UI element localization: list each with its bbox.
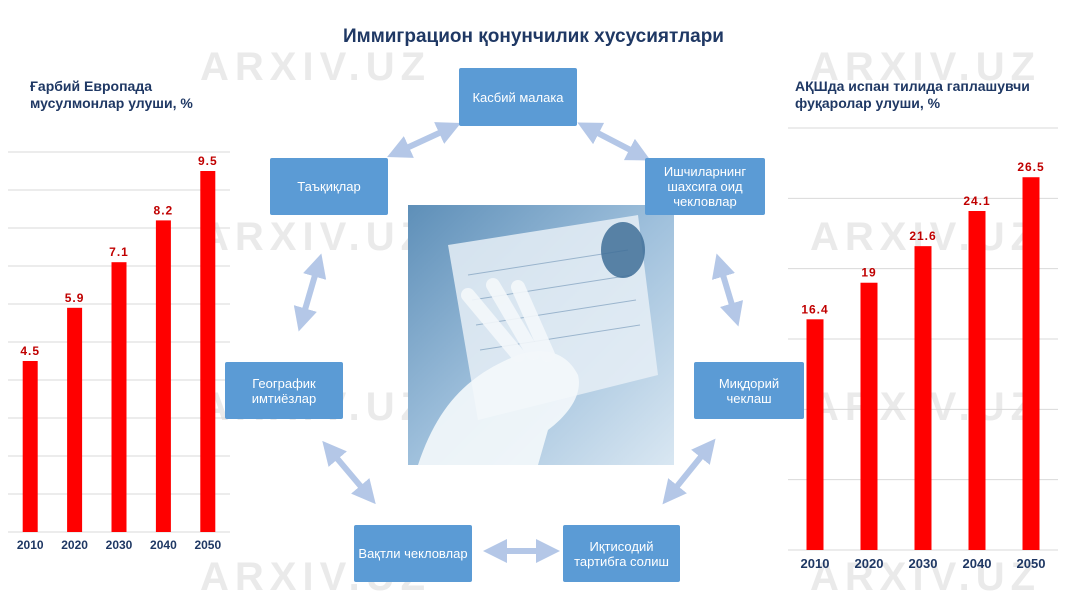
bar [914, 246, 932, 550]
bar [1022, 177, 1040, 550]
data-label: 19 [861, 266, 876, 280]
cycle-arrow [711, 253, 744, 327]
box-time-restrictions: Вақтли чекловлар [354, 525, 472, 582]
x-tick-label: 2020 [61, 538, 88, 552]
bar [22, 361, 38, 532]
box-professional-skills: Касбий малака [459, 68, 577, 126]
box-economic-regulation: Иқтисодий тартибга солиш [563, 525, 680, 582]
left-bar-chart: 4.5 2010 5.9 2020 7.1 2030 8.2 2040 9.5 2050 [8, 151, 230, 552]
data-label: 21.6 [909, 229, 936, 243]
box-geographic-privileges: Географик имтиёзлар [225, 362, 343, 419]
bar [860, 282, 878, 550]
x-tick-label: 2040 [963, 556, 992, 571]
data-label: 7.1 [109, 245, 129, 259]
bar [67, 307, 83, 532]
cycle-arrow [577, 122, 651, 161]
box-prohibitions: Таъқиқлар [270, 158, 388, 215]
x-tick-label: 2030 [106, 538, 133, 552]
passport-hands-photo [408, 205, 674, 465]
data-label: 5.9 [65, 291, 85, 305]
cycle-arrow [293, 253, 327, 332]
data-label: 9.5 [198, 154, 218, 168]
bar [968, 210, 986, 550]
x-tick-label: 2050 [194, 538, 221, 552]
right-chart-title: АҚШда испан тилида гаплашувчи фуқаролар … [795, 78, 1030, 111]
x-tick-label: 2010 [801, 556, 830, 571]
bar [111, 262, 127, 532]
box-personal-restrictions: Ишчиларнинг шахсига оид чекловлар [645, 158, 765, 215]
right-bar-chart: 16.4 2010 19 2020 21.6 2030 24.1 2040 26.5 2050 [788, 127, 1058, 571]
cycle-arrow [387, 122, 461, 158]
data-label: 26.5 [1017, 160, 1044, 174]
x-tick-label: 2010 [17, 538, 44, 552]
data-label: 24.1 [963, 194, 990, 208]
bar [200, 171, 216, 532]
x-tick-label: 2030 [909, 556, 938, 571]
data-label: 16.4 [801, 302, 828, 316]
bar [155, 220, 171, 532]
data-label: 4.5 [20, 344, 40, 358]
bar [806, 319, 824, 550]
x-tick-label: 2020 [855, 556, 884, 571]
box-quantitative-limits: Миқдорий чеклаш [694, 362, 804, 419]
x-tick-label: 2050 [1017, 556, 1046, 571]
data-label: 8.2 [154, 203, 174, 217]
x-tick-label: 2040 [150, 538, 177, 552]
page-title: Иммиграцион қонунчилик хусусиятлари [342, 26, 724, 47]
left-chart-title: Ғарбий Европада мусулмонлар улуши, % [30, 78, 193, 111]
cycle-arrow [322, 440, 376, 505]
cycle-arrow [662, 438, 716, 505]
